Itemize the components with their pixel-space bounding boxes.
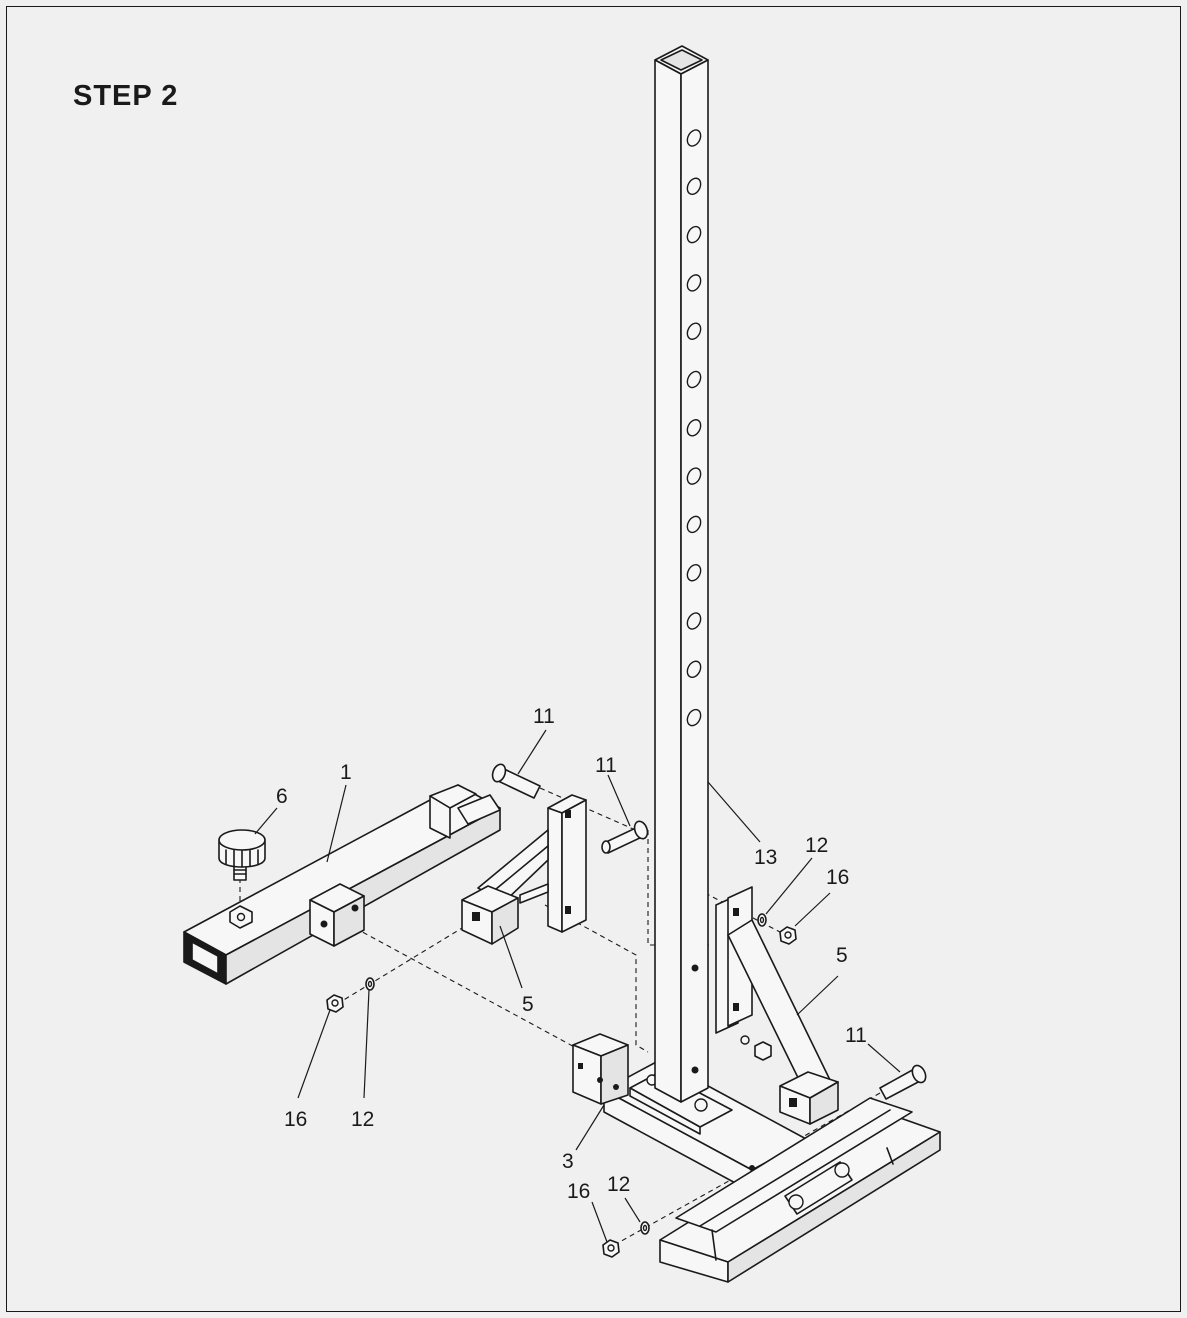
callout-5-right: 5 [836,944,848,967]
upright-adjustment-hole [686,225,702,244]
upright-adjustment-hole [686,177,702,196]
upright-adjustment-hole [686,274,702,292]
callout-16-right: 16 [826,866,849,889]
callout-3: 3 [562,1150,574,1173]
part-12-washer-bottom [640,1221,650,1235]
callout-11-right: 11 [845,1024,867,1047]
callout-11-top: 11 [533,705,555,728]
callout-labels: 1 6 11 11 13 12 16 5 5 11 16 12 3 16 12 [276,705,867,1203]
part-6-pop-pin-knob [218,829,266,881]
part-11-bolt-right [879,1064,927,1100]
upright-adjustment-hole [686,467,702,485]
callout-16-bottom: 16 [567,1180,590,1203]
part-16-nut-right [779,926,797,945]
upright-adjustment-hole [686,563,702,582]
upright-adjustment-hole [686,612,702,630]
part-16-nut-left [326,994,344,1013]
part-11-bolt-middle [601,820,649,854]
upright-adjustment-hole [686,129,702,147]
upright-adjustment-hole [686,370,702,389]
callout-11-middle: 11 [595,754,617,777]
upright-adjustment-hole [686,515,702,534]
part-11-bolt-top [491,763,541,799]
upright-holes [686,129,702,727]
front-foot [659,1097,941,1283]
callout-12-bottom: 12 [607,1173,630,1196]
part-12-washer-right [757,913,767,927]
part-12-washer-left [365,977,375,991]
callout-12-right: 12 [805,834,828,857]
callout-6: 6 [276,785,288,808]
part-16-nut-bottom [602,1239,620,1258]
part-13-upright-post [654,45,709,1103]
callout-leader-lines [254,729,901,1243]
step-title: STEP 2 [73,80,179,112]
callout-12-left: 12 [351,1108,374,1131]
callout-16-left: 16 [284,1108,307,1131]
part-1-arm-tube [183,784,501,985]
upright-adjustment-hole [686,419,702,437]
part-5-right-bracket [715,886,839,1125]
callout-5-left: 5 [522,993,534,1016]
part-5-left-bracket [461,794,587,945]
upright-adjustment-hole [686,322,702,340]
callout-13: 13 [754,846,777,869]
callout-1: 1 [340,761,352,784]
upright-adjustment-hole [686,708,702,727]
upright-adjustment-hole [686,660,702,679]
